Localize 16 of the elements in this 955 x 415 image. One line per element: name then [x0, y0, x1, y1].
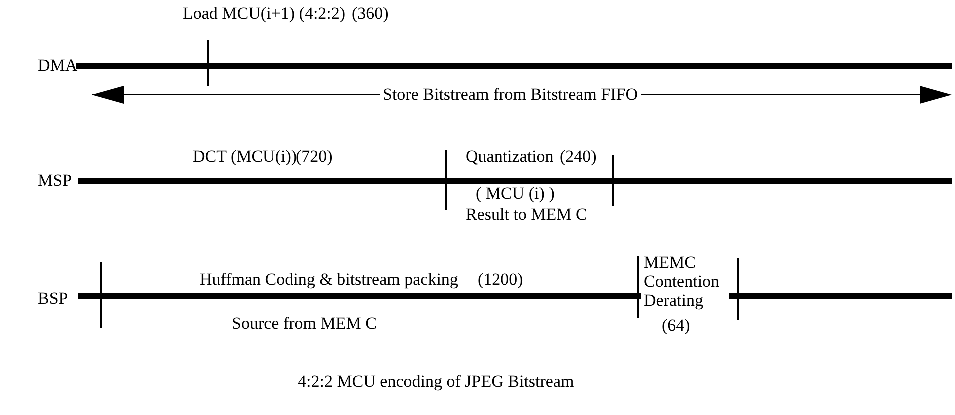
- caption: 4:2:2 MCU encoding of JPEG Bitstream: [298, 372, 574, 392]
- cycle-count: (360): [352, 4, 389, 24]
- lane-label: DMA: [38, 56, 78, 76]
- step-label: DCT (MCU(i)): [193, 147, 298, 167]
- cycle-count: (240): [560, 147, 597, 167]
- step-label: Quantization: [466, 147, 554, 167]
- step-label: Result to MEM C: [466, 205, 588, 225]
- lane-label: BSP: [38, 289, 68, 309]
- step-label: Load MCU(i+1) (4:2:2): [183, 4, 346, 24]
- lane-label: MSP: [38, 171, 72, 191]
- cycle-count: (1200): [478, 270, 524, 290]
- step-label: Huffman Coding & bitstream packing: [200, 270, 458, 290]
- cycle-count: (720): [296, 147, 333, 167]
- step-label: ( MCU (i) ): [476, 184, 555, 204]
- cycle-count: (64): [662, 316, 690, 336]
- step-label: Source from MEM C: [232, 314, 377, 334]
